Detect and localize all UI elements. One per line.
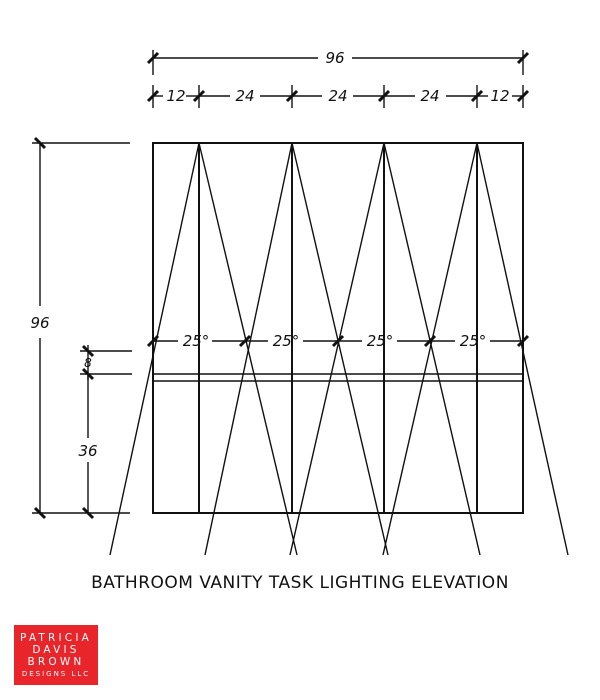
company-logo: PATRICIA DAVIS BROWN DESIGNS LLC — [14, 625, 98, 685]
fixture-center-lines — [198, 143, 478, 513]
dim-label-segment-3: 24 — [328, 87, 347, 105]
dim-label-gap: 8 — [84, 356, 92, 370]
dim-label-segment-2: 24 — [235, 87, 254, 105]
dimension-vanity: 8 36 — [78, 344, 132, 520]
cone-2-right — [291, 142, 389, 556]
cone-3-left — [289, 142, 385, 556]
cone-2-left — [204, 142, 293, 556]
dim-label-overall-width: 96 — [325, 49, 344, 67]
dim-label-segment-4: 24 — [420, 87, 439, 105]
dim-label-overall-height: 96 — [30, 314, 49, 332]
cone-1-left — [109, 142, 200, 556]
logo-line-3: BROWN — [27, 655, 85, 668]
angle-label-2: 25° — [273, 332, 300, 350]
dimension-angles: 25° 25° 25° 25° — [146, 332, 530, 350]
logo-line-2: DAVIS — [32, 643, 80, 656]
cone-4-right — [476, 142, 569, 556]
angle-label-3: 25° — [367, 332, 394, 350]
angle-label-4: 25° — [460, 332, 487, 350]
dim-label-segment-1: 12 — [166, 87, 185, 105]
logo-line-1: PATRICIA — [19, 631, 93, 644]
dimension-overall-height: 96 — [30, 136, 130, 520]
dim-label-vanity-height: 36 — [78, 442, 97, 460]
dimension-segments: 12 24 24 24 12 — [146, 85, 530, 108]
cone-4-left — [382, 142, 478, 556]
angle-label-1: 25° — [183, 332, 210, 350]
logo-line-4: DESIGNS LLC — [21, 669, 91, 678]
light-cones — [109, 142, 569, 556]
dimension-overall-width: 96 — [146, 49, 530, 75]
drawing-title: BATHROOM VANITY TASK LIGHTING ELEVATION — [91, 573, 509, 593]
dim-label-segment-5: 12 — [490, 87, 509, 105]
wall-outline — [152, 142, 524, 514]
cone-3-right — [383, 142, 481, 556]
